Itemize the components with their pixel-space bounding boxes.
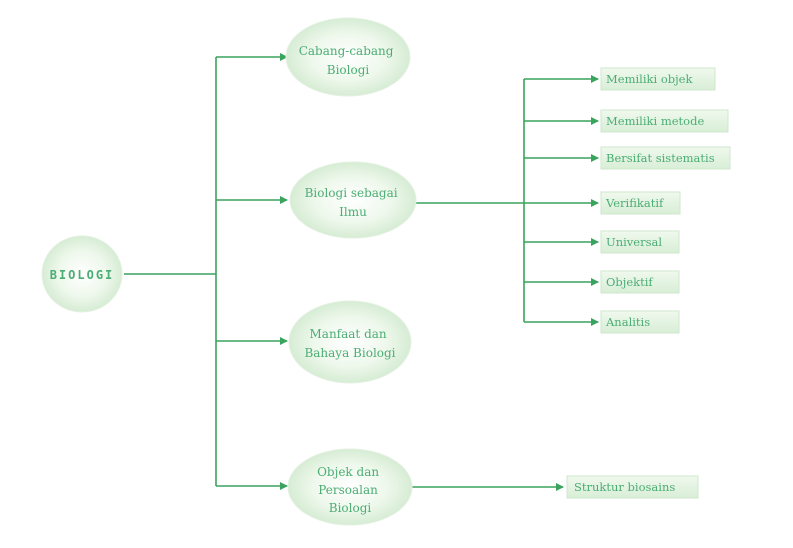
- root-label: BIOLOGI: [50, 268, 115, 282]
- root-node: BIOLOGI: [41, 235, 123, 313]
- ilmu-item-box-4: Verifikatif: [600, 191, 681, 215]
- branch-label-line: Bahaya Biologi: [304, 346, 395, 360]
- objek-item-label: Struktur biosains: [574, 480, 675, 494]
- ilmu-item-box-3: Bersifat sistematis: [600, 146, 731, 170]
- branch-label-manfaat: Manfaat dan Bahaya Biologi: [304, 327, 395, 360]
- ilmu-item-box-5: Universal: [600, 230, 680, 254]
- ilmu-item-label: Memiliki objek: [606, 72, 693, 86]
- branch-label-objek: Objek dan Persoalan Biologi: [317, 465, 383, 515]
- branch-label-line: Manfaat dan: [310, 327, 387, 341]
- ilmu-connectors: [415, 75, 599, 326]
- ilmu-item-box-7: Analitis: [600, 310, 680, 334]
- branch-label-line: Objek dan: [317, 465, 379, 479]
- ilmu-item-box-1: Memiliki objek: [600, 67, 716, 91]
- objek-item-box-1: Struktur biosains: [566, 475, 699, 499]
- ilmu-item-label: Analitis: [605, 315, 650, 329]
- ilmu-item-label: Universal: [606, 235, 662, 249]
- branch-node-cabang: Cabang-cabang Biologi: [285, 17, 411, 97]
- branch-node-ilmu: Biologi sebagai Ilmu: [289, 161, 417, 239]
- branch-label-line: Biologi: [329, 501, 372, 515]
- branch-label-cabang: Cabang-cabang Biologi: [299, 44, 398, 77]
- branch-node-manfaat: Manfaat dan Bahaya Biologi: [288, 300, 412, 384]
- ilmu-item-label: Memiliki metode: [606, 114, 704, 128]
- branch-label-line: Ilmu: [339, 205, 367, 219]
- branch-label-ilmu: Biologi sebagai Ilmu: [305, 186, 402, 219]
- ilmu-item-box-2: Memiliki metode: [600, 109, 729, 133]
- ilmu-item-label: Objektif: [606, 275, 653, 289]
- ilmu-item-label: Verifikatif: [605, 196, 664, 210]
- branch-label-line: Cabang-cabang: [299, 44, 394, 58]
- ilmu-item-label: Bersifat sistematis: [606, 151, 715, 165]
- ilmu-item-box-6: Objektif: [600, 270, 680, 294]
- branch-node-objek: Objek dan Persoalan Biologi: [287, 448, 413, 526]
- branch-label-line: Biologi sebagai: [305, 186, 398, 200]
- branch-label-line: Biologi: [327, 63, 370, 77]
- branch-label-line: Persoalan: [318, 483, 378, 497]
- root-connectors: [124, 53, 288, 490]
